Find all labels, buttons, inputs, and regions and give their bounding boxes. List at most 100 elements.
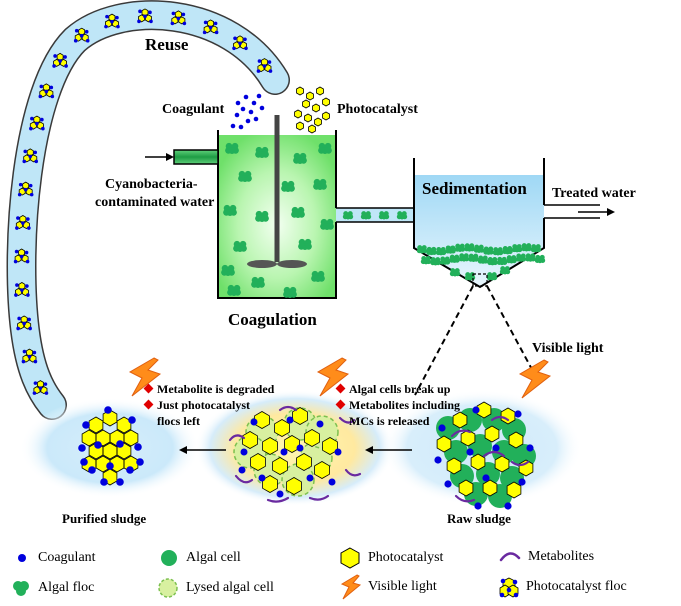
photocatalyst-floc — [29, 115, 45, 131]
algal-floc — [283, 286, 297, 299]
arrow-intermediate-to-purified-head — [179, 446, 187, 454]
stirrer-blade-right — [277, 260, 307, 268]
legend-label: Photocatalyst floc — [526, 579, 627, 594]
sedimentation-wall — [413, 158, 545, 289]
algal-floc — [473, 244, 485, 253]
legend-label: Algal cell — [186, 550, 241, 565]
sludge-zoom-box — [472, 273, 488, 287]
photocatalyst-floc — [52, 52, 68, 68]
algal-floc — [233, 240, 247, 252]
algal-floc — [255, 146, 269, 158]
legend-item-visible-light: Visible light — [340, 574, 437, 600]
transfer-pipe — [336, 208, 414, 222]
algal-floc — [530, 244, 542, 253]
arrow-raw-to-intermediate-head — [365, 446, 373, 454]
algal-floc — [449, 268, 461, 277]
photocatalyst-floc — [73, 27, 90, 43]
algal-floc — [223, 204, 237, 216]
algal-floc — [486, 272, 498, 281]
photocatalyst-floc — [15, 215, 31, 230]
stirrer-blade-left — [247, 260, 277, 268]
settled-algal-flocs — [416, 243, 546, 281]
photocatalyst-hexagon-icon — [340, 547, 360, 569]
photocatalyst-floc — [202, 19, 219, 35]
outlet-arrowhead — [607, 208, 615, 216]
algal-floc — [515, 253, 527, 262]
algal-floc — [313, 178, 327, 190]
photocatalyst-floc — [38, 83, 55, 99]
legend-label: Metabolites — [528, 549, 595, 564]
raw-sludge-label: Raw sludge — [447, 511, 511, 526]
legend-item-metabolites: Metabolites — [498, 548, 594, 566]
algal-floc — [430, 257, 441, 266]
legend-item-photocatalyst-floc: Photocatalyst floc — [498, 576, 627, 598]
treated-water-label: Treated water — [552, 186, 636, 201]
coagulant-label: Coagulant — [162, 102, 225, 117]
photocatalyst-floc — [232, 35, 248, 51]
algal-floc — [360, 211, 372, 220]
intermediate-sludge-cluster — [228, 405, 362, 503]
algal-floc — [221, 264, 235, 277]
photocatalyst-floc — [256, 58, 273, 73]
pipe-photocatalyst-flocs — [13, 8, 273, 395]
right-notes: Algal cells break up Metabolites includi… — [335, 382, 460, 428]
note-middle-3: flocs left — [157, 414, 200, 428]
algal-floc — [521, 243, 532, 252]
algal-floc — [483, 246, 494, 255]
algal-floc — [492, 247, 504, 256]
algal-floc — [318, 142, 332, 154]
photocatalyst-floc — [137, 8, 153, 24]
algal-floc — [449, 254, 460, 263]
algal-floc — [378, 211, 390, 220]
coagulant-dot-icon — [18, 554, 26, 562]
photocatalyst-floc — [13, 248, 30, 264]
coagulation-label: Coagulation — [228, 310, 317, 329]
raw-sludge-cluster — [434, 401, 536, 510]
algal-floc — [227, 284, 241, 297]
tank-algal-flocs — [221, 142, 334, 299]
inlet-pipe — [173, 149, 219, 165]
algal-floc — [499, 266, 511, 275]
photocatalyst-floc — [22, 148, 39, 164]
legend-label: Lysed algal cell — [186, 580, 274, 595]
algal-floc — [502, 245, 513, 255]
algal-floc — [281, 180, 295, 192]
algal-floc — [464, 243, 475, 252]
zoom-line-right — [486, 285, 536, 376]
note-right-1: Algal cells break up — [349, 382, 451, 396]
algal-floc — [293, 152, 307, 164]
algal-floc — [311, 270, 325, 283]
lightning-bolt-icon — [340, 574, 362, 600]
photocatalyst-floc — [21, 348, 38, 364]
transfer-pipe-flocs — [342, 211, 408, 220]
photocatalyst-dose — [294, 86, 330, 134]
purified-sludge-cluster — [78, 406, 144, 486]
algal-floc — [238, 170, 252, 182]
inlet-label-2: contaminated water — [95, 195, 214, 210]
note-middle-1: Metabolite is degraded — [157, 382, 275, 396]
algal-floc — [534, 254, 546, 264]
algal-floc — [416, 245, 428, 254]
photocatalyst-floc-icon — [499, 577, 519, 598]
algal-floc — [320, 218, 334, 230]
photocatalyst-floc — [17, 181, 34, 197]
visible-light-label: Visible light — [532, 341, 604, 356]
legend-label: Coagulant — [38, 550, 96, 565]
legend-item-algal-floc: Algal floc — [10, 578, 94, 598]
purified-sludge-label: Purified sludge — [62, 511, 146, 526]
algal-floc — [298, 238, 312, 250]
algal-floc — [225, 142, 239, 154]
legend-item-algal-cell: Algal cell — [158, 548, 241, 568]
photocatalyst-floc — [14, 282, 30, 297]
metabolite-arc-icon — [499, 552, 521, 562]
lightning-bolt-left — [128, 357, 162, 397]
sedimentation-label: Sedimentation — [422, 179, 527, 198]
algal-cell-icon — [161, 550, 177, 566]
legend-label: Algal floc — [38, 580, 95, 595]
legend-item-coagulant: Coagulant — [12, 550, 96, 566]
lysed-algal-cell-icon — [158, 578, 178, 598]
algal-floc — [525, 253, 536, 262]
algal-floc — [291, 206, 305, 218]
algal-floc — [468, 253, 479, 262]
